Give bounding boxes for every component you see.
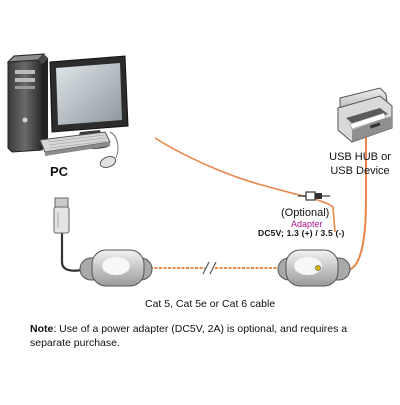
usb-device-label: USB HUB or USB Device: [320, 150, 400, 178]
note-text: : Use of a power adapter (DC5V, 2A) is o…: [30, 323, 348, 349]
extender-local-icon: [79, 249, 153, 287]
usb-device-label-line1: USB HUB or: [329, 151, 391, 163]
adapter-spec-label: DC5V; 1.3 (+) / 3.5 (-): [258, 228, 345, 238]
adapter-label: Adapter: [291, 219, 323, 229]
note-title: Note: [30, 323, 54, 335]
power-plug-icon: [298, 191, 330, 201]
pc-label: PC: [50, 164, 69, 179]
pc-tower-icon: [6, 53, 48, 153]
cable-break-icon: [202, 261, 217, 275]
printer-icon: [337, 87, 393, 143]
cat-cable: [150, 261, 280, 275]
optional-label: (Optional): [281, 207, 330, 219]
cable-label: Cat 5, Cat 5e or Cat 6 cable: [145, 298, 276, 310]
keyboard-icon: [39, 131, 111, 156]
pc-link-line: [154, 137, 336, 233]
usb-cord: [60, 232, 83, 272]
device-usb-cable: [347, 130, 367, 271]
extender-remote-icon: [277, 249, 351, 287]
usb-plug-icon: [53, 197, 70, 234]
note-block: Note: Use of a power adapter (DC5V, 2A) …: [30, 322, 390, 350]
mouse-icon: [99, 131, 119, 168]
usb-device-label-line2: USB Device: [330, 165, 390, 177]
